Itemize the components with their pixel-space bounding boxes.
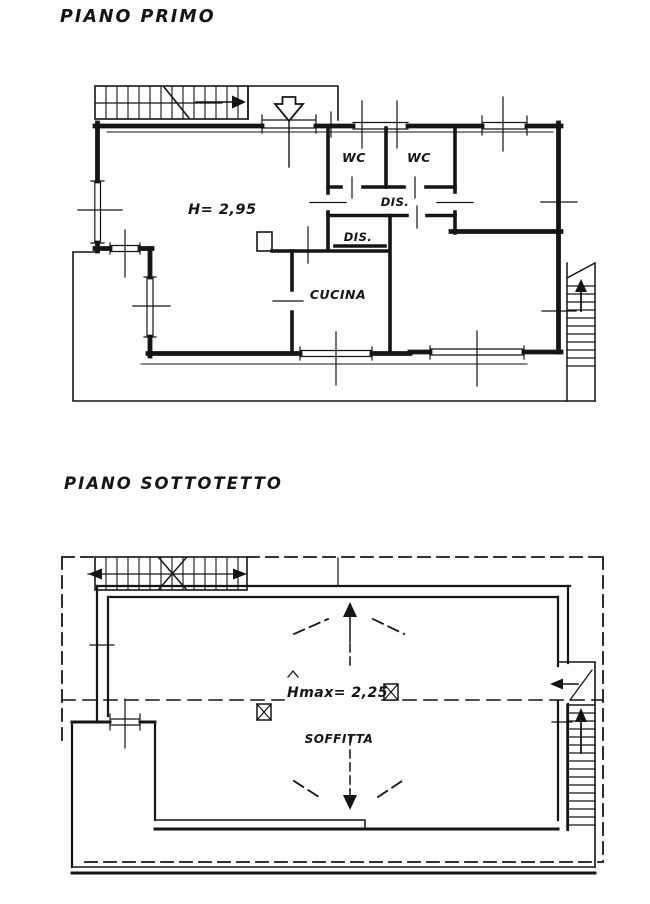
floor1-door-marks (272, 176, 474, 302)
floor2-plan: PIANO SOTTOTETTO (61, 474, 604, 875)
stair-up-arrow-icon (575, 708, 587, 722)
floor1-staircase (94, 85, 249, 120)
floor2-landing (550, 661, 596, 868)
floor1-window-marks (77, 96, 578, 387)
window-left-step (109, 229, 141, 278)
room-label-dis-upper: DIS. (381, 195, 409, 209)
floor2-roof-overhang-outline (61, 556, 604, 863)
window-left-lower (132, 276, 171, 338)
room-label-attic: SOFFITTA (305, 732, 374, 746)
floor1-height-label: H= 2,95 (188, 202, 257, 218)
window-top-right (481, 96, 528, 152)
room-label-kitchen: CUCINA (310, 287, 366, 302)
floor1-plan: PIANO PRIMO (60, 7, 597, 402)
stair-arrow-left-icon (88, 568, 102, 580)
slope-arrow-down-icon (343, 795, 357, 810)
window-left-step-2 (109, 698, 141, 749)
stair-arrow-right-icon (233, 568, 247, 580)
floor1-external-staircase (565, 261, 597, 402)
skylight-left (256, 703, 272, 721)
entry-door-arrow-icon (273, 96, 305, 123)
window-left-wall (77, 180, 123, 244)
roof-slope-arrow-up (292, 602, 406, 666)
roof-slope-arrow-down (292, 736, 404, 810)
window-bedroom (429, 330, 525, 387)
skylight-right (383, 683, 399, 701)
floor2-title: PIANO SOTTOTETTO (64, 474, 283, 493)
slope-arrow-up-icon (343, 602, 357, 617)
attic-entry-arrow-icon (550, 678, 563, 690)
window-kitchen (299, 331, 373, 386)
flue-pillar (256, 231, 273, 252)
room-label-dis-lower: DIS. (344, 230, 372, 244)
floor1-terrace (72, 251, 596, 402)
floor1-entrance-landing (247, 85, 339, 168)
hmax-caret-icon (287, 669, 299, 678)
room-label-wc-right: WC (407, 150, 431, 165)
stair-up-arrow-icon (575, 279, 587, 292)
window-top-left (352, 100, 409, 149)
stair-direction-arrow-icon (232, 95, 246, 109)
floor2-roof-ridge (61, 683, 604, 721)
floor1-interior-walls (256, 126, 564, 355)
room-label-wc-left: WC (342, 150, 366, 165)
floor2-staircase (87, 556, 248, 591)
floor2-external-staircase (566, 704, 596, 831)
floor2-height-label: Hmax= 2,25 (287, 685, 388, 701)
floor2-walls (70, 557, 597, 875)
floor1-title: PIANO PRIMO (60, 7, 216, 27)
